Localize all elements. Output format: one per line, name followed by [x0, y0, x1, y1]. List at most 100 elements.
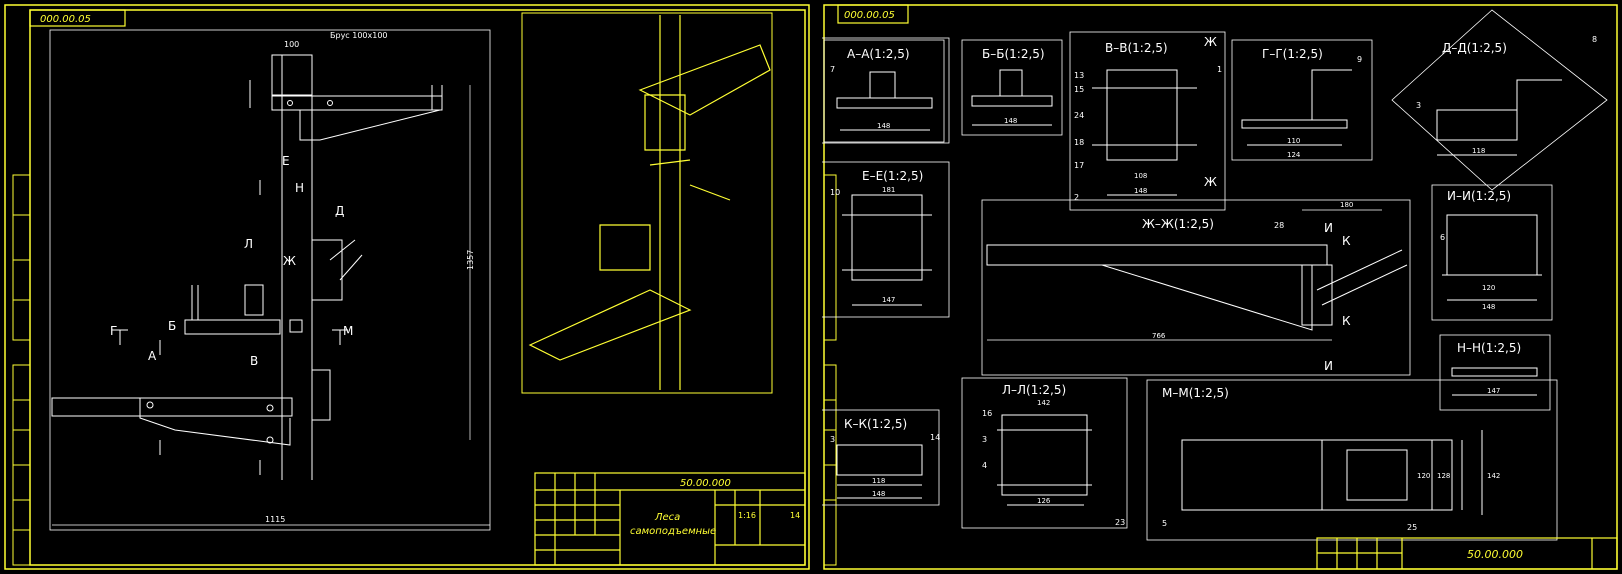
- cut-b-label: Б: [168, 319, 176, 333]
- view-vv-title: В–В(1:2,5): [1105, 41, 1168, 55]
- dim-gg1: 110: [1287, 137, 1300, 145]
- cut-e-label: Е: [282, 154, 290, 168]
- cut-a-label: А: [148, 349, 157, 363]
- cut-d-label: Д: [335, 204, 344, 218]
- cut-g-label: Г: [110, 324, 117, 338]
- stamp-text-2: 000.00.05: [844, 10, 895, 21]
- dim-ee-bot: 147: [882, 296, 895, 304]
- stamp-box: [29, 9, 126, 27]
- isometric-view-frame: [521, 12, 773, 394]
- dim-kk1: 118: [872, 477, 885, 485]
- view-zz-frame: [981, 199, 1411, 376]
- pos-7: 7: [830, 65, 835, 74]
- dim-width: 1115: [265, 515, 285, 524]
- dim-mm1: 120: [1417, 472, 1430, 480]
- pos-17: 17: [1074, 161, 1084, 170]
- box-note: 100: [284, 40, 299, 49]
- view-dd-frame: [1391, 9, 1608, 191]
- dim-gg2: 124: [1287, 151, 1301, 159]
- cut-i-bot: И: [1324, 359, 1333, 373]
- view-aa-frame-inner: [823, 39, 945, 143]
- view-kk-frame: [822, 409, 940, 506]
- view-bb-frame: [961, 39, 1063, 136]
- pos-28: 28: [1274, 221, 1284, 230]
- pos-23: 23: [1115, 518, 1125, 527]
- dim-zz-len: 766: [1152, 332, 1166, 340]
- view-mm-title: М–М(1:2,5): [1162, 386, 1229, 400]
- view-aa-frame: [822, 37, 950, 144]
- view-ii-frame: [1431, 184, 1553, 321]
- dim-nn: 147: [1487, 387, 1500, 395]
- cut-n-label: Н: [295, 181, 304, 195]
- pos-10: 10: [830, 188, 840, 197]
- dim-dd: 118: [1472, 147, 1485, 155]
- dim-height: 1357: [466, 250, 475, 270]
- cut-l-label: Л: [244, 237, 253, 251]
- pos-6: 6: [1440, 233, 1445, 242]
- outer-frame: [4, 4, 810, 570]
- pos-13: 13: [1074, 71, 1084, 80]
- view-aa-title: А–А(1:2,5): [847, 47, 910, 61]
- designation-text: 50.00.000: [680, 478, 731, 489]
- pos-1: 1: [1217, 65, 1222, 74]
- view-vv-frame: [1069, 31, 1226, 211]
- dim-mm3: 142: [1487, 472, 1500, 480]
- view-mm-frame: [1146, 379, 1558, 541]
- dim-mm2: 128: [1437, 472, 1450, 480]
- view-kk-title: К–К(1:2,5): [844, 417, 907, 431]
- title-line1: Леса: [654, 512, 680, 523]
- cut-m-label: М: [343, 324, 353, 338]
- sections-drawing-canvas: 000.00.05: [822, 4, 1618, 570]
- view-bb-title: Б–Б(1:2,5): [982, 47, 1045, 61]
- cut-f-label: Ж: [283, 254, 296, 268]
- dim-zz-top: 180: [1340, 201, 1353, 209]
- drawing-sheet-assembly: 000.00.05: [4, 4, 810, 570]
- pos-3c: 3: [982, 435, 987, 444]
- title-block-2: [1316, 537, 1618, 570]
- title-block: [534, 472, 806, 566]
- view-nn-title: Н–Н(1:2,5): [1457, 341, 1521, 355]
- dim-vv2: 148: [1134, 187, 1147, 195]
- sheet-total-text: 14: [790, 511, 800, 520]
- cut-i-top: И: [1324, 221, 1333, 235]
- elevation-view: [49, 29, 491, 531]
- view-gg-frame: [1231, 39, 1373, 161]
- view-ll-title: Л–Л(1:2,5): [1002, 383, 1066, 397]
- dim-ii2: 148: [1482, 303, 1495, 311]
- cut-zh-bot: Ж: [1204, 175, 1217, 189]
- scale-text: 1:16: [738, 511, 756, 520]
- assembly-drawing-canvas: 000.00.05: [4, 4, 810, 570]
- view-ii-title: И–И(1:2,5): [1447, 189, 1511, 203]
- drawing-sheet-sections: 000.00.05: [822, 0, 1622, 574]
- view-nn-frame: [1439, 334, 1551, 411]
- pos-5: 5: [1162, 519, 1167, 528]
- view-ll-frame: [961, 377, 1128, 529]
- title-line2: самоподъемные: [630, 526, 716, 537]
- pos-2: 2: [1074, 193, 1079, 202]
- outer-frame-2: [823, 4, 1618, 570]
- pos-9: 9: [1357, 55, 1362, 64]
- pos-15: 15: [1074, 85, 1084, 94]
- pos-25: 25: [1407, 523, 1417, 532]
- dim-ii1: 120: [1482, 284, 1495, 292]
- dim-ll-bot: 126: [1037, 497, 1051, 505]
- pos-8: 8: [1592, 35, 1597, 44]
- isometric-view: [528, 15, 771, 390]
- cut-v-label: В: [250, 354, 258, 368]
- pos-16: 16: [982, 409, 992, 418]
- dim-kk2: 148: [872, 490, 885, 498]
- dim-aa: 148: [877, 122, 890, 130]
- stamp-text: 000.00.05: [40, 14, 91, 25]
- pos-3: 3: [1416, 101, 1421, 110]
- dim-ll-top: 142: [1037, 399, 1050, 407]
- beam-note: Брус 100x100: [330, 31, 388, 40]
- view-gg-title: Г–Г(1:2,5): [1262, 47, 1323, 61]
- cut-k-bot: К: [1342, 314, 1351, 328]
- view-ee-title: Е–Е(1:2,5): [862, 169, 923, 183]
- cut-k-top: К: [1342, 234, 1351, 248]
- pos-14: 14: [930, 433, 940, 442]
- view-zz-title: Ж–Ж(1:2,5): [1142, 217, 1214, 231]
- designation-text-2: 50.00.000: [1467, 548, 1523, 561]
- pos-18: 18: [1074, 138, 1084, 147]
- pos-4: 4: [982, 461, 987, 470]
